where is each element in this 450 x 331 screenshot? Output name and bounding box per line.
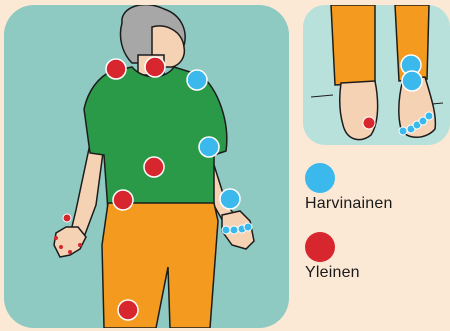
- common-site-left-fingertip: [63, 214, 71, 222]
- body-illustration-panel: [4, 5, 289, 328]
- rare-site-right-finger: [222, 226, 230, 234]
- common-site-fingertip: [59, 245, 63, 249]
- legend-common: Yleinen: [305, 232, 360, 282]
- legend-common-label: Yleinen: [305, 264, 360, 282]
- rare-site-right-finger: [230, 226, 238, 234]
- legend-rare: Harvinainen: [305, 163, 393, 213]
- feet-illustration-panel: [303, 5, 450, 145]
- person-figure: [4, 5, 289, 328]
- rare-site-right-wrist: [220, 189, 240, 209]
- common-site-fingertip: [78, 243, 82, 247]
- rare-site-right-finger: [244, 223, 252, 231]
- blue-circle-icon: [305, 163, 335, 193]
- common-site-neck: [145, 57, 165, 77]
- left-trouser-leg: [331, 5, 375, 85]
- rare-site-toe: [399, 127, 407, 135]
- common-site-big-toe: [363, 117, 375, 129]
- rare-site-ankle: [402, 71, 422, 91]
- common-site-belly: [144, 157, 164, 177]
- common-site-fingertip: [54, 236, 58, 240]
- red-circle-icon: [305, 232, 335, 262]
- legend-rare-label: Harvinainen: [305, 195, 393, 213]
- common-site-left-hip: [113, 190, 133, 210]
- feet-figure: [303, 5, 450, 145]
- left-foot: [340, 81, 378, 140]
- rare-site-toe: [425, 112, 433, 120]
- common-site-left-shoulder: [106, 59, 126, 79]
- common-site-left-knee: [118, 300, 138, 320]
- rare-site-right-elbow: [199, 137, 219, 157]
- floor-line: [311, 95, 333, 97]
- common-site-fingertip: [68, 250, 72, 254]
- rare-site-right-shoulder: [187, 70, 207, 90]
